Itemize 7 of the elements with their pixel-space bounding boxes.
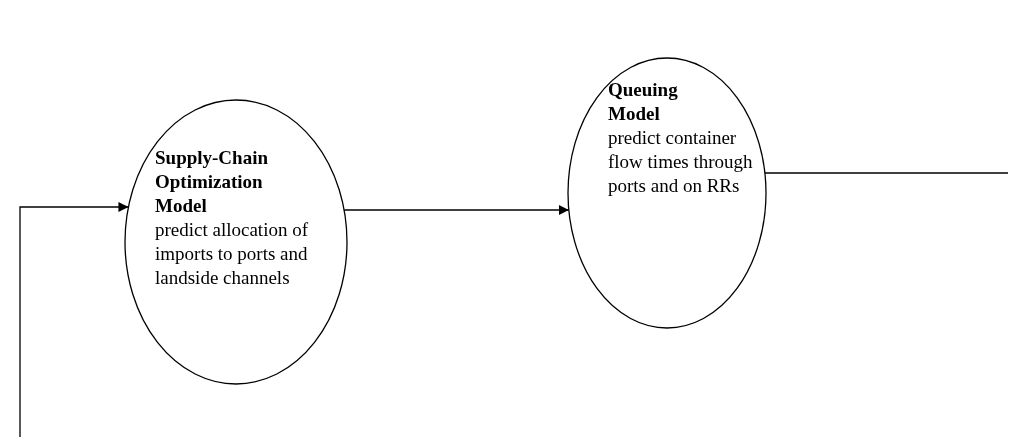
model-ellipse bbox=[568, 58, 766, 328]
arrow bbox=[19, 202, 130, 438]
connector-line bbox=[764, 172, 1009, 174]
model-description: predict allocation of imports to ports and landside channels bbox=[155, 218, 309, 290]
arrow bbox=[343, 205, 570, 215]
model-description: predict container flow times through ports and on RRs bbox=[608, 126, 754, 198]
model-ellipse bbox=[125, 100, 347, 384]
